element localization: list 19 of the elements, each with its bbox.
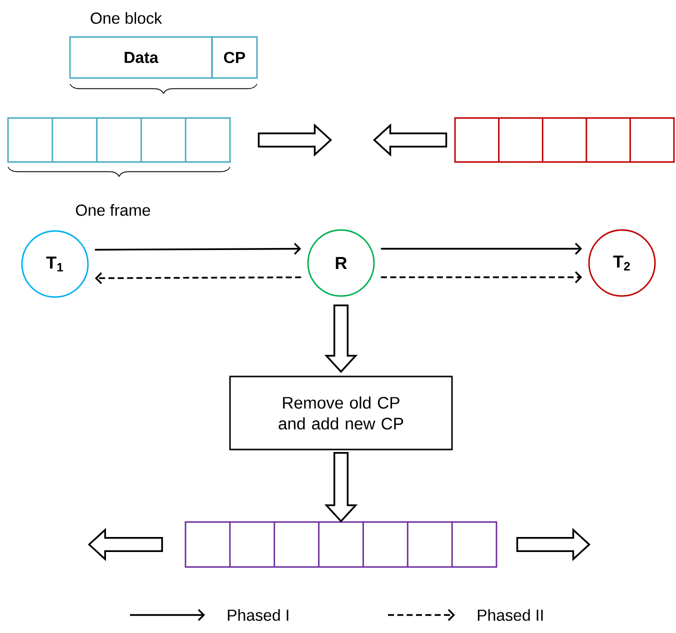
cp-field: CP (211, 36, 258, 79)
block-arrow (88, 528, 163, 562)
frame-blocks (454, 117, 675, 163)
legend-item: Phased II (388, 609, 543, 621)
legend-item: Phased I (130, 609, 288, 621)
arrow (94, 272, 302, 284)
block-arrow (516, 528, 591, 562)
data-field: Data (69, 36, 213, 79)
process-box: Remove old CP and add new CP (229, 376, 453, 450)
block-arrow (324, 452, 358, 523)
block-arrow (372, 123, 448, 157)
frame-blocks (7, 117, 231, 163)
arrow (380, 242, 582, 255)
arrow (94, 242, 302, 255)
block-arrow (324, 304, 358, 374)
frame-blocks (184, 521, 498, 568)
arrow (380, 271, 582, 284)
block-arrow (258, 123, 332, 157)
label-text: One frame (76, 204, 150, 216)
